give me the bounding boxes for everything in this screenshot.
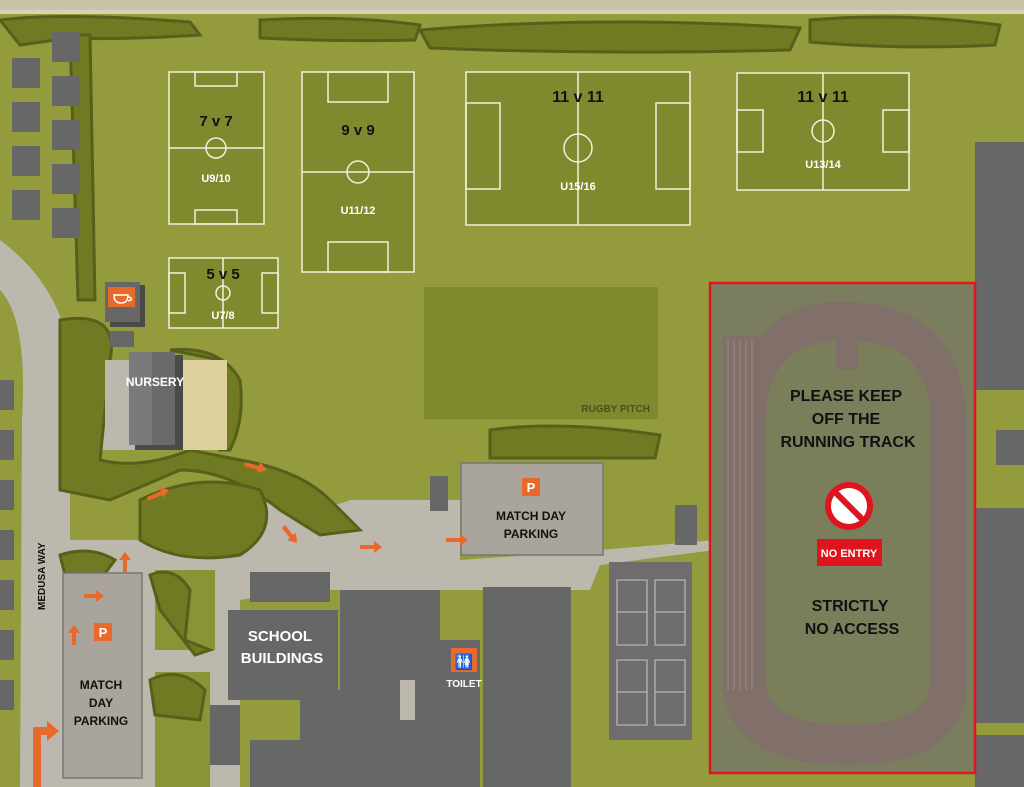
toilet-icon (451, 648, 477, 672)
top-road (0, 0, 1024, 10)
school-label: SCHOOL (248, 628, 312, 645)
tennis-courts (609, 562, 692, 740)
nursery-playground (182, 360, 227, 450)
buildings-right (975, 142, 1024, 787)
pitch-title: 5 v 5 (206, 266, 239, 283)
nursery-building (129, 352, 183, 450)
parking-label: MATCH (80, 678, 122, 692)
parking-label: DAY (89, 696, 113, 710)
pitch-11v11-u13: 11 v 11 U13/14 (736, 72, 910, 191)
pitch-title: 11 v 11 (552, 89, 604, 106)
parking-label: MATCH DAY (496, 509, 566, 523)
pitch-age: U11/12 (341, 205, 376, 217)
tree-line-top (0, 14, 1002, 54)
track-warning: OFF THE (812, 411, 881, 428)
parking-symbol: P (99, 625, 108, 640)
track-warning: RUNNING TRACK (780, 434, 916, 451)
pitch-age: U15/16 (560, 181, 595, 193)
pitch-age: U7/8 (211, 310, 234, 322)
parking-label: PARKING (74, 714, 128, 728)
parking-icon (94, 623, 112, 641)
access-warning: STRICTLY (812, 598, 889, 615)
medusa-way-road (0, 240, 72, 787)
pitch-title: 11 v 11 (797, 89, 849, 106)
tree-island (138, 480, 269, 560)
pitch-title: 7 v 7 (199, 113, 232, 130)
cafe-cup-icon (108, 287, 135, 307)
running-track-area: PLEASE KEEP OFF THE RUNNING TRACK NO ENT… (708, 281, 977, 775)
pitch-title: 9 v 9 (341, 122, 374, 139)
svg-text:🚻: 🚻 (455, 653, 474, 671)
school-buildings (210, 572, 571, 787)
road-label: MEDUSA WAY (37, 542, 48, 610)
parking-icon (522, 478, 540, 496)
school-label: BUILDINGS (241, 650, 324, 667)
toilet-label: TOILET (446, 679, 481, 690)
parking-label: PARKING (504, 527, 558, 541)
no-entry-label: NO ENTRY (821, 548, 878, 560)
parking-symbol: P (527, 480, 536, 495)
access-warning: NO ACCESS (805, 621, 900, 638)
pitch-11v11-u15: 11 v 11 U15/16 (465, 71, 691, 226)
no-entry-icon (825, 482, 873, 530)
parking-right: P MATCH DAY PARKING (460, 462, 604, 556)
pitch-age: U13/14 (805, 159, 841, 171)
track-warning: PLEASE KEEP (790, 388, 902, 405)
rugby-label: RUGBY PITCH (581, 404, 650, 415)
pitch-9v9: 9 v 9 U11/12 (301, 71, 415, 273)
pitch-age: U9/10 (201, 173, 230, 185)
nursery-label: NURSERY (126, 375, 184, 389)
pitch-7v7: 7 v 7 U9/10 (168, 71, 265, 225)
rugby-pitch: RUGBY PITCH (424, 287, 658, 419)
pitch-5v5: 5 v 5 U7/8 (168, 257, 279, 329)
parking-left: P MATCH DAY PARKING (62, 572, 143, 779)
houses-left (0, 32, 80, 710)
direction-arrow-icon (33, 462, 468, 787)
trees-parking (488, 424, 662, 460)
